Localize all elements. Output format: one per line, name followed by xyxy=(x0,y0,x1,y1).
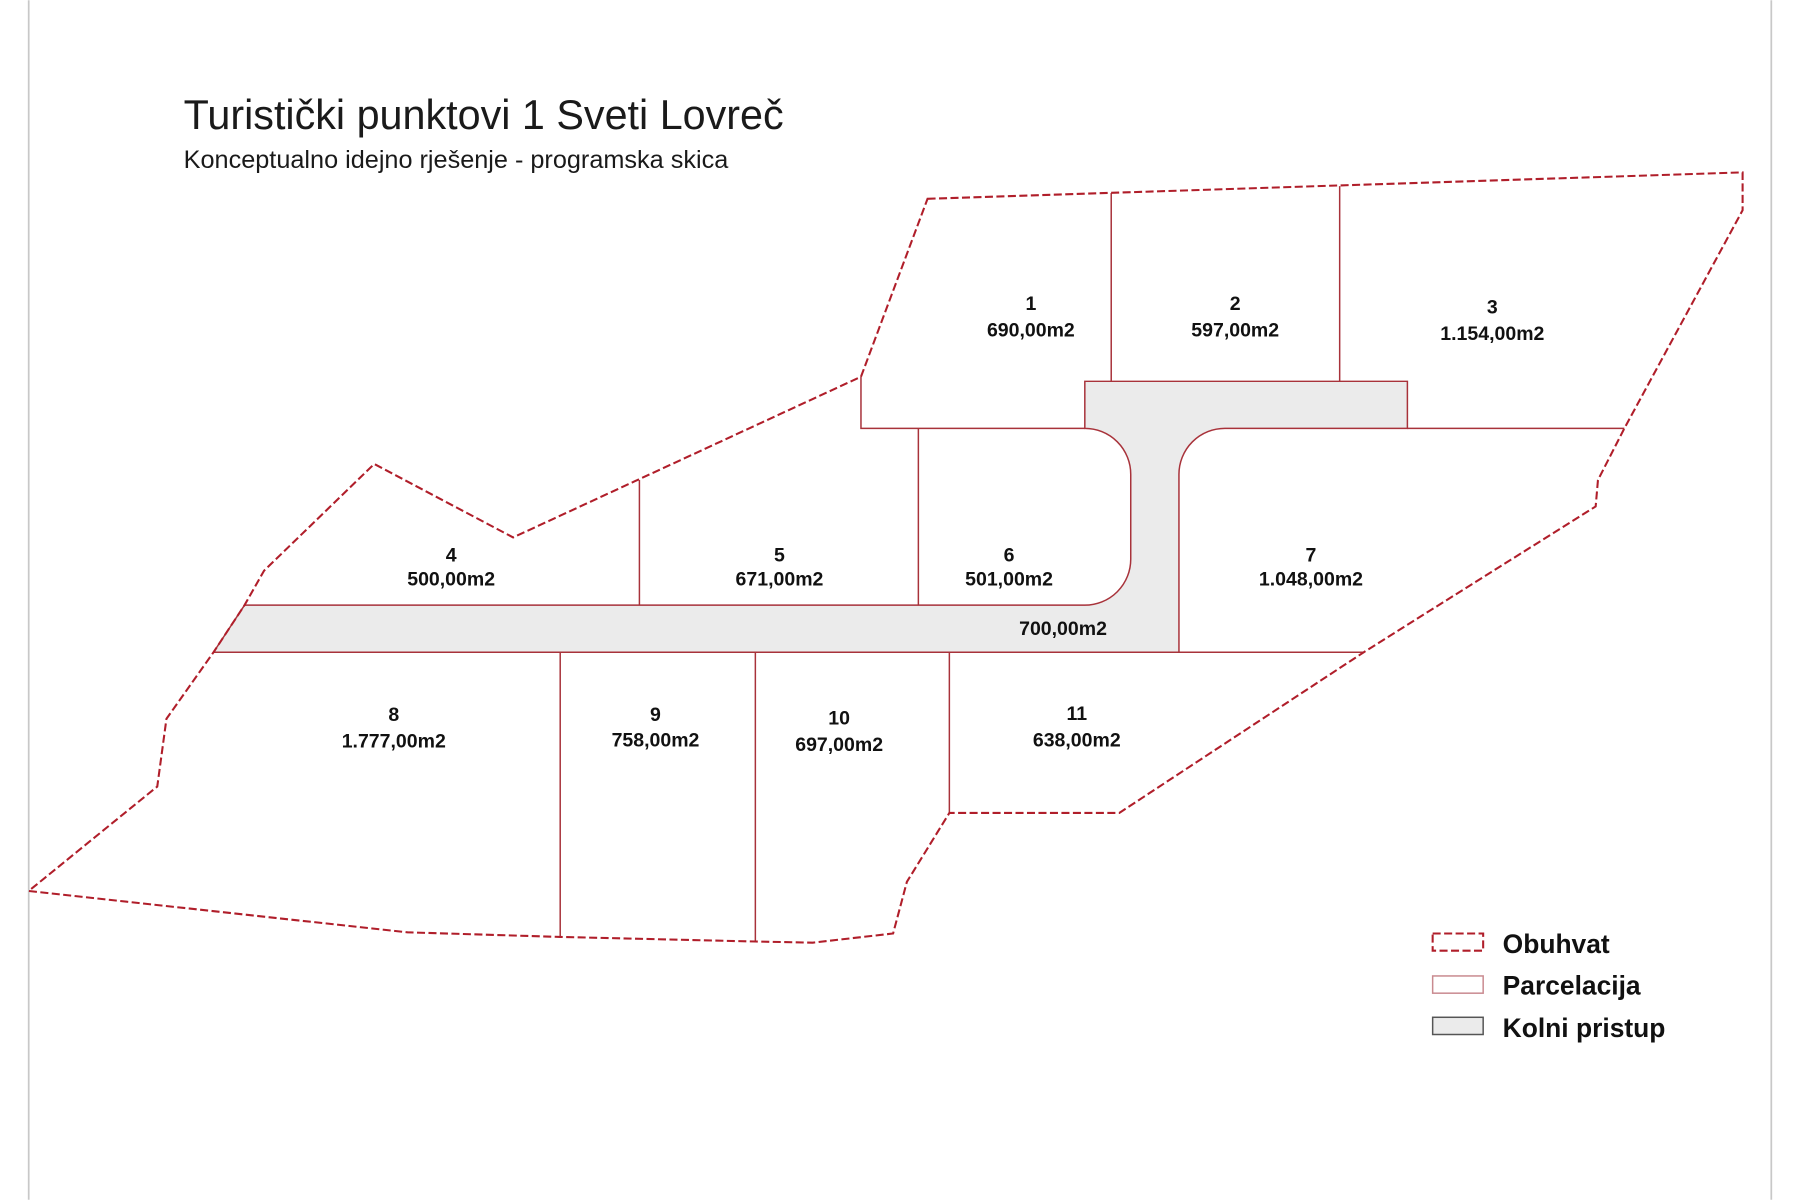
parcel-number: 1 xyxy=(1025,293,1036,315)
parcel-8: 8 1.777,00m2 xyxy=(342,704,446,752)
parcel-lines xyxy=(559,186,1625,942)
parcel-area: 1.777,00m2 xyxy=(342,731,446,753)
parcel-area: 638,00m2 xyxy=(1033,729,1121,751)
parcel-number: 4 xyxy=(446,545,457,567)
parcel-area: 690,00m2 xyxy=(987,320,1075,342)
legend-swatch-boundary xyxy=(1431,932,1485,952)
parcel-9: 9 758,00m2 xyxy=(612,704,700,751)
page-title: Turistički punktovi 1 Sveti Lovreč xyxy=(184,92,784,138)
page-subtitle: Konceptualno idejno rješenje - programsk… xyxy=(184,146,730,174)
legend-swatch-road xyxy=(1431,1016,1484,1036)
legend-label: Obuhvat xyxy=(1503,929,1610,959)
parcel-number: 9 xyxy=(650,704,661,726)
road-access xyxy=(212,380,1409,653)
parcel-number: 6 xyxy=(1004,545,1015,567)
legend-label: Kolni pristup xyxy=(1503,1013,1666,1043)
parcel-labels: 1 690,00m2 2 597,00m2 3 1.154,00m2 4500,00m… xyxy=(342,293,1545,756)
road-area: 700,00m2 xyxy=(1019,618,1107,640)
parcel-3: 3 1.154,00m2 xyxy=(1440,297,1544,345)
parcel-area: 697,00m2 xyxy=(795,734,883,756)
legend-swatch-parcel xyxy=(1431,975,1484,994)
parcel-11: 11 638,00m2 xyxy=(1033,703,1121,751)
parcel-area: 1.154,00m2 xyxy=(1440,323,1544,345)
parcel-number: 7 xyxy=(1306,545,1317,567)
parcel-number: 11 xyxy=(1066,703,1087,725)
parcel-2: 2 597,00m2 xyxy=(1191,293,1279,341)
parcel-number: 8 xyxy=(388,704,399,726)
parcel-number: 10 xyxy=(828,708,850,730)
parcel-area: 597,00m2 xyxy=(1191,320,1279,342)
parcel-area: 501,00m2 xyxy=(965,569,1053,591)
parcel-area: 758,00m2 xyxy=(612,729,700,751)
parcel-number: 3 xyxy=(1487,297,1498,319)
legend-label: Parcelacija xyxy=(1503,970,1641,1000)
parcel-number: 2 xyxy=(1230,293,1241,315)
parcel-area: 1.048,00m2 xyxy=(1259,569,1363,591)
boundary-obuhvat xyxy=(26,171,1744,944)
parcel-10: 10 697,00m2 xyxy=(795,708,883,756)
parcel-area: 500,00m2 xyxy=(407,569,495,591)
parcel-number: 5 xyxy=(774,545,785,567)
parcel-7: 71.048,00m2 xyxy=(1259,545,1363,591)
parcel-area: 671,00m2 xyxy=(736,569,824,591)
parcel-1: 1 690,00m2 xyxy=(987,293,1075,341)
legend: Obuhvat Parcelacija Kolni pristup xyxy=(1431,929,1666,1043)
